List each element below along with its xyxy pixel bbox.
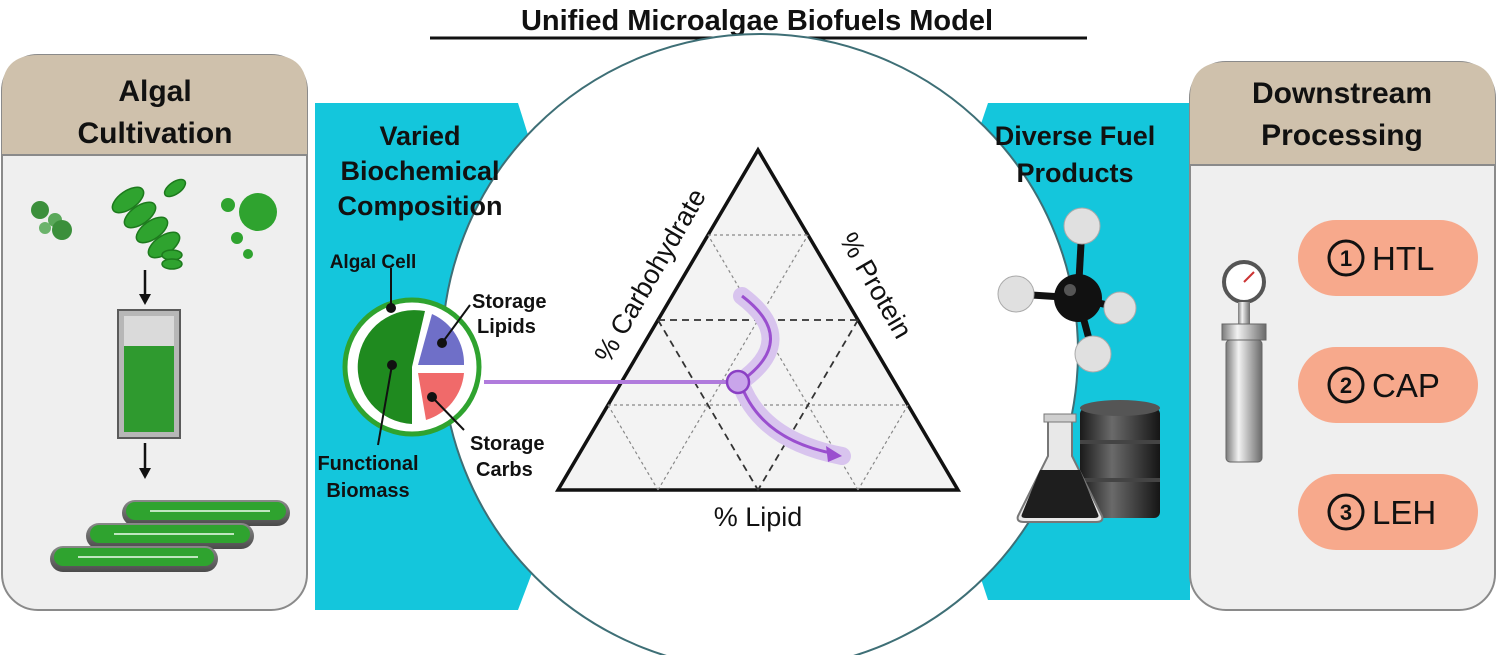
downstream-processing-panel: Downstream Processing 1 HTL 2 CAP 3 LEH (1189, 61, 1496, 611)
downstream-title-2: Processing (1261, 119, 1423, 152)
process-htl: 1 HTL (1298, 220, 1478, 296)
process-cap-number: 2 (1340, 373, 1352, 398)
process-htl-label: HTL (1372, 240, 1434, 277)
fuel-heading-1: Diverse Fuel (995, 121, 1156, 151)
storage-carbs-label-1: Storage (470, 433, 544, 455)
storage-carbs-pointer (431, 396, 465, 431)
functional-biomass-label-2: Biomass (326, 480, 409, 502)
flow-arrow-2-head (139, 468, 151, 479)
composition-heading-3: Composition (338, 191, 503, 221)
functional-biomass-pointer (377, 364, 393, 446)
downstream-title-1: Downstream (1252, 77, 1432, 110)
storage-carbs-dot (427, 392, 437, 402)
storage-lipids-pointer (441, 304, 471, 344)
filament-algae-icon (111, 178, 187, 270)
fuel-flask-icon (1016, 413, 1104, 523)
process-leh-number: 3 (1340, 500, 1352, 525)
algal-cultivation-title-1: Algal (118, 75, 191, 108)
algal-cell-dot (386, 303, 396, 313)
oil-barrels-icon (1080, 400, 1160, 518)
photobioreactor-icon (117, 309, 181, 439)
process-cap: 2 CAP (1298, 347, 1478, 423)
process-htl-number: 1 (1340, 246, 1352, 271)
composition-heading-2: Biochemical (340, 156, 499, 186)
storage-lipids-label-1: Storage (472, 291, 546, 313)
functional-biomass-dot (387, 360, 397, 370)
functional-biomass-label-1: Functional (317, 453, 418, 475)
algal-cultivation-title-2: Cultivation (78, 117, 233, 150)
storage-carbs-label-2: Carbs (476, 459, 533, 481)
lipid-axis-label: % Lipid (714, 502, 803, 532)
trajectory-arrowhead (826, 446, 842, 462)
process-leh: 3 LEH (1298, 474, 1478, 550)
process-cap-label: CAP (1372, 367, 1440, 404)
storage-carbs-slice (418, 373, 464, 420)
storage-lipids-label-2: Lipids (477, 316, 536, 338)
process-leh-label: LEH (1372, 494, 1436, 531)
algal-cultivation-panel: Algal Cultivation (1, 54, 308, 611)
flow-arrow-1-head (139, 294, 151, 305)
molecule-icon (997, 207, 1137, 373)
algal-cell-label: Algal Cell (330, 252, 417, 273)
composition-heading-1: Varied (379, 121, 460, 151)
page-title: Unified Microalgae Biofuels Model (521, 5, 993, 37)
algae-cells-icon (31, 201, 72, 240)
raceway-ponds-icon (50, 500, 290, 572)
round-algae-icon (221, 193, 277, 259)
storage-lipids-dot (437, 338, 447, 348)
composition-point (725, 369, 751, 395)
pressure-reactor-icon (1221, 260, 1267, 463)
fuel-heading-2: Products (1016, 158, 1133, 188)
